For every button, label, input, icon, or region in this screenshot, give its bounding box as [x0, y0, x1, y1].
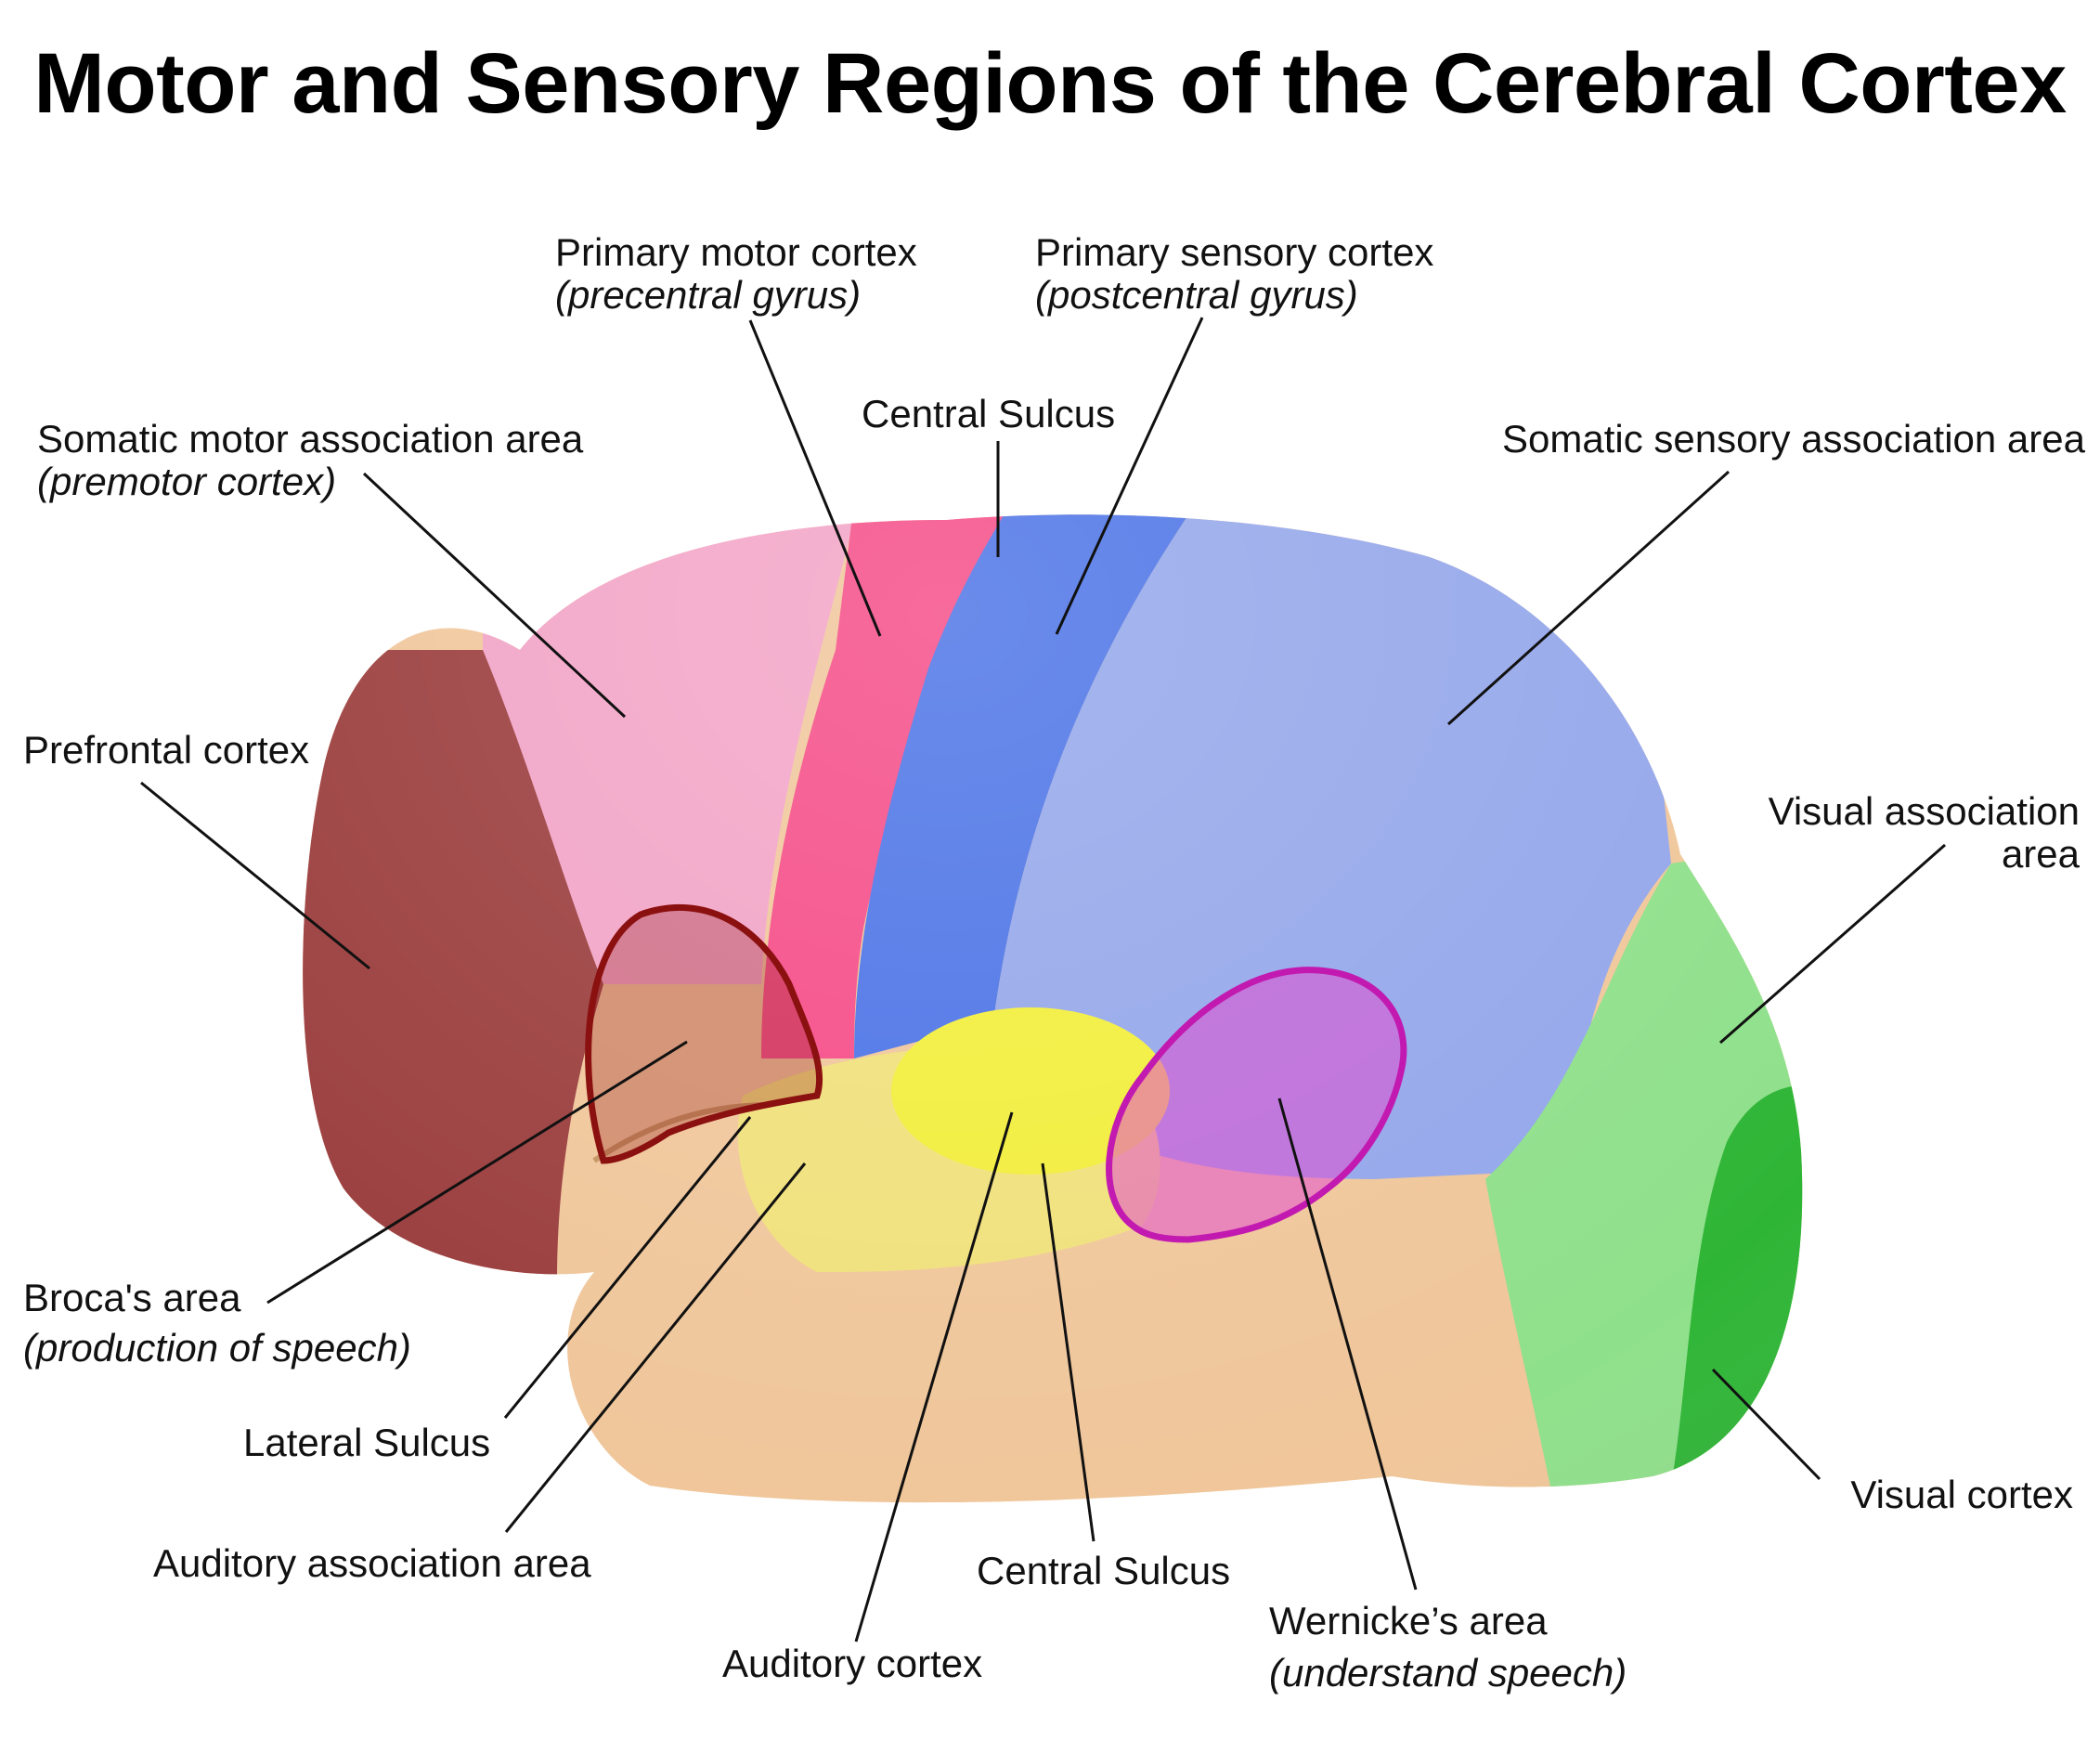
label-somatic-motor-association: Somatic motor association area: [37, 417, 584, 461]
label-wernicke-area: Wernicke’s area: [1269, 1599, 1548, 1643]
wernicke-area-outline: [1106, 967, 1407, 1243]
label-central-sulcus-top: Central Sulcus: [862, 392, 1115, 435]
label-auditory-association: Auditory association area: [153, 1541, 591, 1585]
leader-somatic-motor-assoc: [362, 472, 627, 719]
leader-wernicke: [1277, 1097, 1418, 1591]
label-primary-sensory-cortex: Primary sensory cortex: [1035, 230, 1433, 274]
leader-visual-cortex: [1711, 1368, 1821, 1481]
label-precentral-gyrus: (precentral gyrus): [555, 273, 861, 317]
leader-central-sulcus-bottom: [1041, 1162, 1095, 1542]
leader-broca: [266, 1040, 688, 1305]
label-understand-speech: (understand speech): [1269, 1651, 1627, 1695]
label-premotor-cortex: (premotor cortex): [37, 460, 336, 503]
leader-visual-assoc: [1719, 843, 1946, 1045]
labels: Primary motor cortex (precentral gyrus) …: [23, 230, 2086, 1695]
label-central-sulcus-bottom: Central Sulcus: [977, 1549, 1230, 1592]
page-title: Motor and Sensory Regions of the Cerebra…: [33, 36, 2067, 131]
leader-prefrontal: [140, 781, 370, 970]
leader-auditory-cortex: [854, 1111, 1014, 1643]
broca-area-outline: [585, 903, 823, 1164]
leader-auditory-assoc: [504, 1162, 807, 1533]
label-visual-cortex: Visual cortex: [1850, 1473, 2073, 1516]
label-somatic-sensory-association: Somatic sensory association area: [1502, 417, 2086, 461]
label-prefrontal-cortex: Prefrontal cortex: [23, 728, 309, 772]
label-production-of-speech: (production of speech): [23, 1326, 411, 1370]
label-visual-association-line1: Visual association: [1769, 789, 2080, 833]
label-postcentral-gyrus: (postcentral gyrus): [1035, 273, 1358, 317]
leader-lateral-sulcus: [503, 1116, 752, 1419]
leader-somatic-sensory-assoc: [1446, 470, 1731, 726]
leader-primary-motor: [748, 319, 882, 637]
leader-primary-sensory: [1055, 317, 1204, 635]
label-auditory-cortex: Auditory cortex: [722, 1642, 982, 1685]
leader-lines: [140, 317, 1946, 1643]
label-broca-area: Broca's area: [23, 1276, 241, 1319]
label-lateral-sulcus: Lateral Sulcus: [243, 1421, 490, 1464]
label-visual-association-line2: area: [2002, 832, 2081, 876]
label-primary-motor-cortex: Primary motor cortex: [555, 230, 917, 274]
